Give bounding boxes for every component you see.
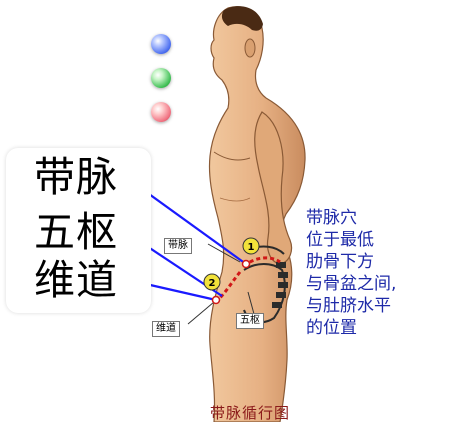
tag-leader-daimai: [207, 243, 241, 263]
description-line: 带脉穴: [306, 208, 357, 228]
description-line: 的位置: [306, 318, 357, 338]
figure-caption: 带脉循行图: [209, 404, 290, 422]
tag-weidao: 维道: [152, 321, 180, 337]
tag-leader-weidao: [187, 301, 215, 325]
description-line: 位于最低: [306, 230, 374, 250]
label-weidao: 维道: [34, 256, 118, 304]
tag-daimai: 带脉: [164, 238, 192, 254]
label-daimai: 带脉: [34, 153, 118, 201]
green-orb-icon[interactable]: [151, 68, 171, 88]
description-text: 带脉穴 位于最低 肋骨下方 与骨盆之间, 与肚脐水平 的位置: [306, 207, 471, 339]
acupoint-daimai: [241, 259, 251, 269]
pectoral-contour: [213, 151, 251, 161]
spine-sketch: [272, 262, 288, 308]
acupoint-weidao: [211, 295, 221, 305]
torso-shape: [208, 6, 306, 422]
marker-1-number: 1: [248, 242, 255, 253]
label-panel: [6, 148, 151, 313]
marker-2: 2: [203, 273, 221, 291]
tag-leader-wushu: [247, 291, 255, 315]
description-line: 与骨盆之间,: [306, 274, 397, 294]
label-wushu: 五枢: [34, 208, 118, 256]
tag-wushu: 五枢: [236, 313, 264, 329]
marker-2-number: 2: [209, 278, 216, 289]
blue-orb-icon[interactable]: [151, 34, 171, 54]
ear-shape: [244, 38, 256, 58]
description-line: 肋骨下方: [306, 252, 374, 272]
hair-shape: [221, 6, 263, 31]
ab-contour: [219, 197, 251, 202]
description-line: 与肚脐水平: [306, 296, 391, 316]
marker-1: 1: [242, 237, 260, 255]
red-orb-icon[interactable]: [151, 102, 171, 122]
